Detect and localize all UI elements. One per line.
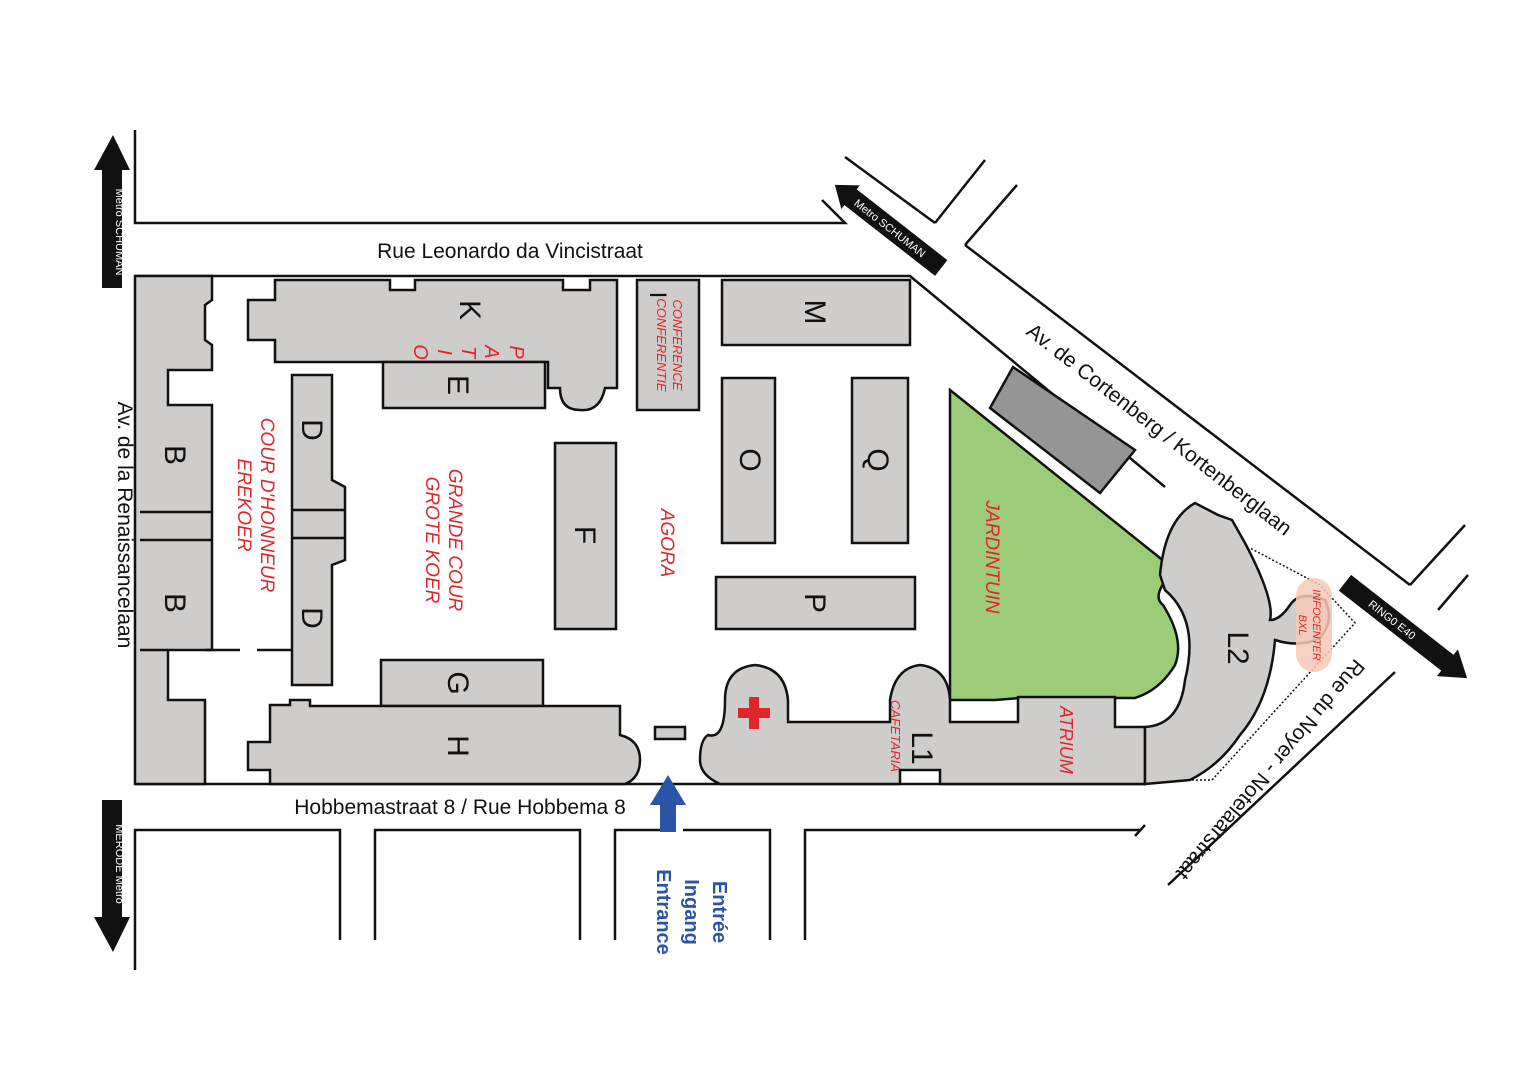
metro-schuman-arrow-top-left[interactable]: Metro SCHUMAN	[94, 135, 130, 288]
entrance-label-fr: Entrée	[708, 881, 730, 943]
dark-annex	[988, 365, 1137, 495]
building-d-north: D	[295, 419, 328, 441]
street-label-south: Hobbemastraat 8 / Rue Hobbema 8	[294, 796, 626, 819]
svg-text:A: A	[480, 344, 502, 358]
red-cross-icon	[738, 697, 770, 729]
entrance-arrow-icon[interactable]	[650, 775, 686, 832]
svg-text:RING0 E40: RING0 E40	[1366, 598, 1418, 642]
cour-honneur-label: COUR D'HONNEUR	[256, 418, 277, 593]
svg-text:MERODE Metro: MERODE Metro	[113, 824, 125, 903]
street-label-north: Rue Leonardo da Vincistraat	[377, 240, 643, 263]
infocenter-highlight	[1296, 578, 1332, 672]
building-i: I	[644, 292, 671, 299]
svg-text:P: P	[505, 345, 527, 359]
jardintuin-label: JARDINTUIN	[981, 500, 1002, 614]
street-label-west: Av. de la Renaissancelaan	[113, 402, 136, 649]
building-h: H	[441, 735, 474, 757]
grande-cour-label: GRANDE COUR	[444, 469, 465, 612]
svg-text:Metro SCHUMAN: Metro SCHUMAN	[113, 189, 125, 276]
building-b-south: B	[158, 593, 191, 613]
agora-label: AGORA	[656, 508, 677, 578]
building-l1: L1	[905, 731, 938, 764]
patio-label: P A T I O	[409, 344, 527, 360]
svg-text:O: O	[409, 344, 431, 360]
entrance-label-en: Entrance	[652, 869, 674, 955]
cafetaria-label: CAFETARIA	[888, 700, 903, 772]
entrance-label-nl: Ingang	[680, 879, 702, 945]
building-q: Q	[861, 448, 894, 471]
building-o: O	[733, 448, 766, 471]
building-k: K	[453, 300, 486, 320]
metro-merode-arrow[interactable]: MERODE Metro	[94, 800, 130, 952]
building-p: P	[798, 593, 831, 613]
erekoer-label: EREKOER	[233, 459, 254, 552]
street-lines	[133, 130, 1469, 970]
building-m: M	[798, 300, 831, 325]
atrium-label: ATRIUM	[1056, 705, 1076, 774]
buildings	[133, 274, 1331, 786]
building-d-south: D	[295, 607, 328, 629]
jardintuin-garden	[948, 387, 1180, 702]
conferentie-label: CONFERENTIE	[654, 298, 669, 392]
building-e: E	[441, 375, 474, 395]
svg-text:Metro SCHUMAN: Metro SCHUMAN	[851, 197, 927, 260]
grote-koer-label: GROTE KOER	[421, 477, 442, 604]
conference-label: CONFERENCE	[670, 299, 685, 390]
building-f: F	[568, 526, 601, 544]
svg-text:I: I	[433, 349, 455, 355]
building-g: G	[441, 671, 474, 694]
svg-text:T: T	[457, 346, 479, 360]
building-b-north: B	[158, 445, 191, 465]
building-l2: L2	[1221, 631, 1254, 664]
bxl-label: BXL	[1296, 615, 1308, 636]
infocenter-label: INFOCENTER	[1310, 589, 1322, 661]
